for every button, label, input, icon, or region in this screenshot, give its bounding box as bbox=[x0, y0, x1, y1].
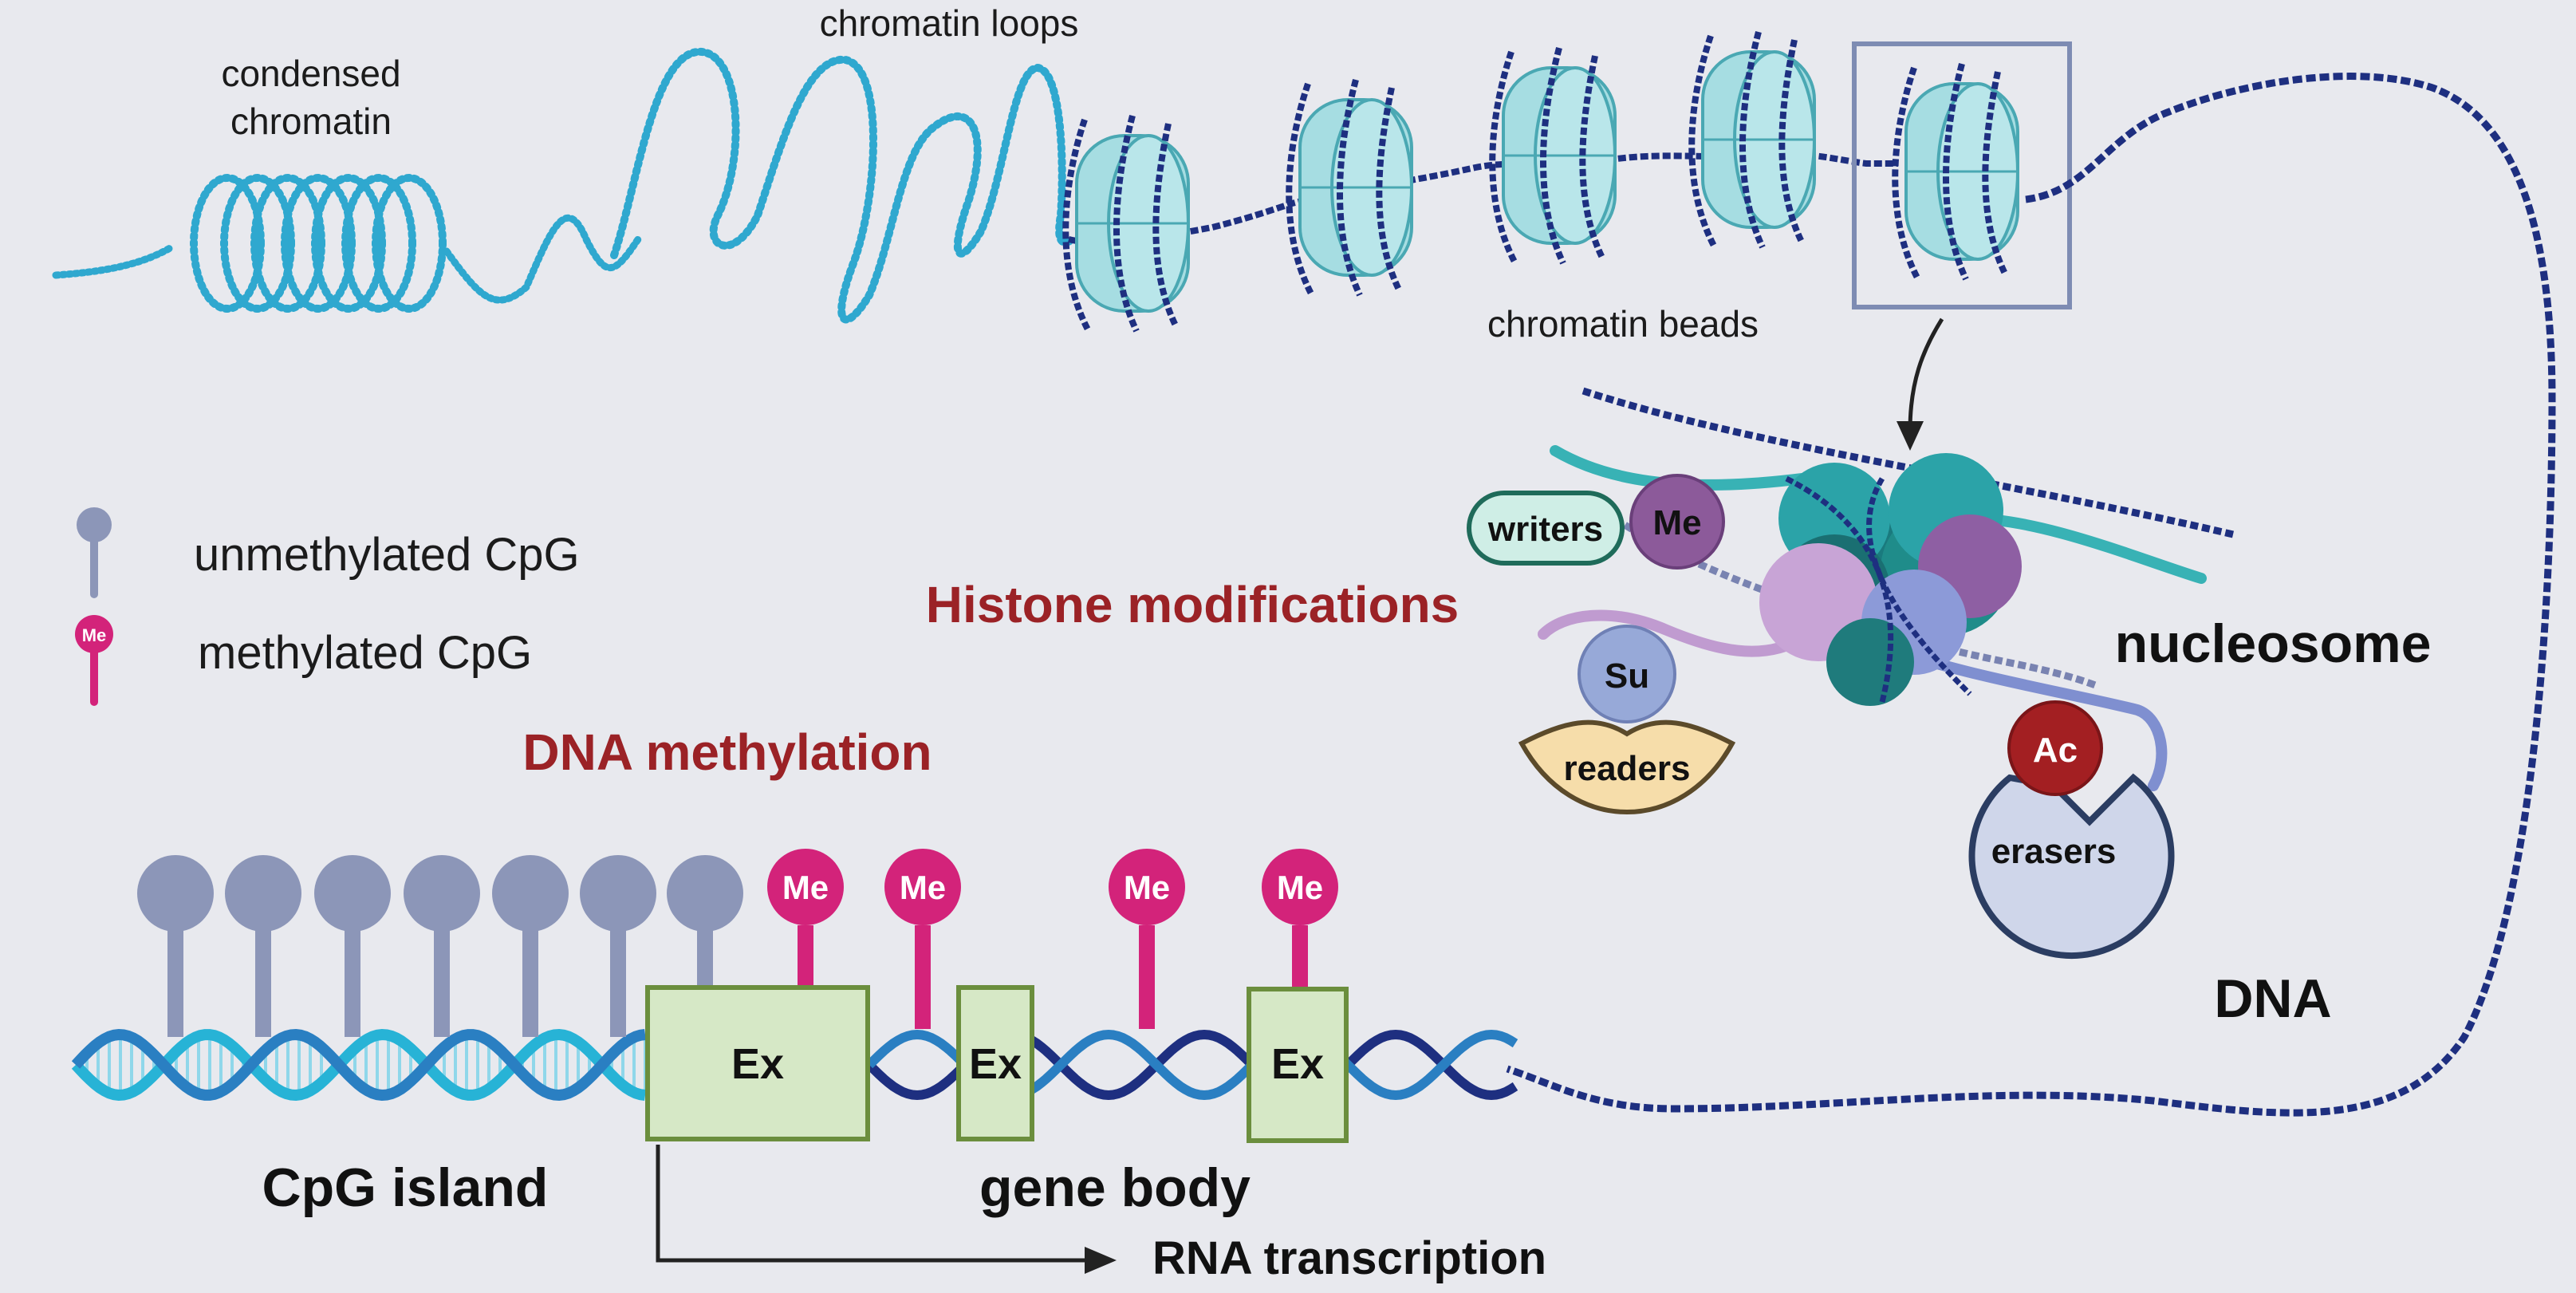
methylated-pin-label: Me bbox=[900, 869, 946, 906]
readers-enzyme bbox=[1518, 719, 1736, 815]
chromatin-bead bbox=[1688, 30, 1816, 249]
writers-label: writers bbox=[1487, 510, 1603, 549]
unmethylated-pin bbox=[137, 855, 214, 1037]
unmethylated-pin bbox=[225, 855, 301, 1037]
writers-enzyme bbox=[1467, 491, 1625, 566]
chromatin-loops: chromatin loops bbox=[610, 2, 1079, 324]
acetyl-mark-label: Ac bbox=[2033, 731, 2078, 770]
chromatin-bead bbox=[1062, 114, 1190, 333]
unmethylated-pin bbox=[404, 855, 480, 1037]
legend-methylated: methylated CpG bbox=[198, 627, 532, 679]
nucleosome: nucleosome bbox=[1538, 387, 2432, 791]
label-condensed-2: chromatin bbox=[230, 101, 392, 142]
erasers-enzyme bbox=[1968, 773, 2175, 959]
erasers-label: erasers bbox=[1991, 832, 2117, 871]
methylated-cpg-icon bbox=[75, 615, 113, 653]
unmethylated-cpg-pins bbox=[137, 855, 743, 1037]
title-dna-methylation: DNA methylation bbox=[522, 723, 932, 781]
zoom-arrowhead bbox=[1897, 421, 1924, 451]
chromatin-beads: chromatin beads bbox=[1062, 30, 2072, 451]
label-gene-body: gene body bbox=[979, 1157, 1251, 1218]
label-rna-transcription: RNA transcription bbox=[1152, 1232, 1546, 1284]
methylated-pin bbox=[1262, 849, 1338, 925]
readers-label: readers bbox=[1563, 749, 1690, 788]
chromatin-bead bbox=[1489, 46, 1617, 265]
sumo-mark bbox=[1578, 625, 1676, 723]
legend-unmethylated: unmethylated CpG bbox=[194, 529, 580, 581]
title-histone-modifications: Histone modifications bbox=[926, 576, 1459, 633]
unmethylated-cpg-icon bbox=[77, 507, 112, 542]
exon bbox=[1247, 987, 1349, 1143]
sumo-mark-label: Su bbox=[1605, 656, 1649, 696]
unmethylated-pin bbox=[314, 855, 391, 1037]
methylated-pin-label: Me bbox=[782, 869, 829, 906]
transcription-arrow bbox=[656, 1145, 1089, 1263]
transcription-arrowhead bbox=[1085, 1247, 1117, 1274]
dna-strand-loop: DNA bbox=[1506, 73, 2556, 1117]
label-chromatin-beads: chromatin beads bbox=[1487, 303, 1759, 345]
methylated-cpg-pins: Me Me Me Me bbox=[767, 849, 1338, 1029]
methyl-mark-label: Me bbox=[1652, 503, 1701, 542]
acetyl-mark bbox=[2007, 700, 2103, 796]
label-chromatin-loops: chromatin loops bbox=[820, 2, 1079, 44]
methylated-pin-label: Me bbox=[1277, 869, 1323, 906]
methylated-pin bbox=[1109, 849, 1185, 925]
legend-me-icon-label: Me bbox=[82, 625, 107, 645]
exons: Ex Ex Ex bbox=[645, 985, 1349, 1143]
legend: unmethylated CpG Me methylated CpG bbox=[75, 507, 580, 706]
label-nucleosome: nucleosome bbox=[2115, 613, 2432, 674]
exon-label: Ex bbox=[1271, 1040, 1324, 1088]
chromatin-bead bbox=[1892, 62, 2019, 281]
exon bbox=[956, 985, 1034, 1141]
label-dna: DNA bbox=[2214, 968, 2331, 1029]
label-cpg-island: CpG island bbox=[262, 1157, 549, 1218]
exon bbox=[645, 985, 870, 1141]
histone-modifications: Histone modifications writers Me Su read… bbox=[926, 474, 2175, 959]
unmethylated-pin bbox=[580, 855, 656, 1037]
methylated-pin bbox=[767, 849, 844, 925]
highlight-box bbox=[1852, 41, 2072, 309]
methyl-mark bbox=[1629, 474, 1725, 570]
chromatin-bead bbox=[1286, 78, 1413, 297]
zoom-arrow bbox=[1908, 317, 1944, 432]
methylated-pin-label: Me bbox=[1124, 869, 1170, 906]
dna-methylation: DNA methylation Me Me Me Me Ex Ex bbox=[71, 723, 1546, 1284]
methylated-pin bbox=[884, 849, 961, 925]
exon-label: Ex bbox=[969, 1040, 1022, 1088]
label-condensed-1: condensed bbox=[221, 53, 400, 94]
exon-label: Ex bbox=[731, 1040, 784, 1088]
unmethylated-pin bbox=[492, 855, 569, 1037]
condensed-chromatin: condensed chromatin bbox=[52, 53, 642, 313]
